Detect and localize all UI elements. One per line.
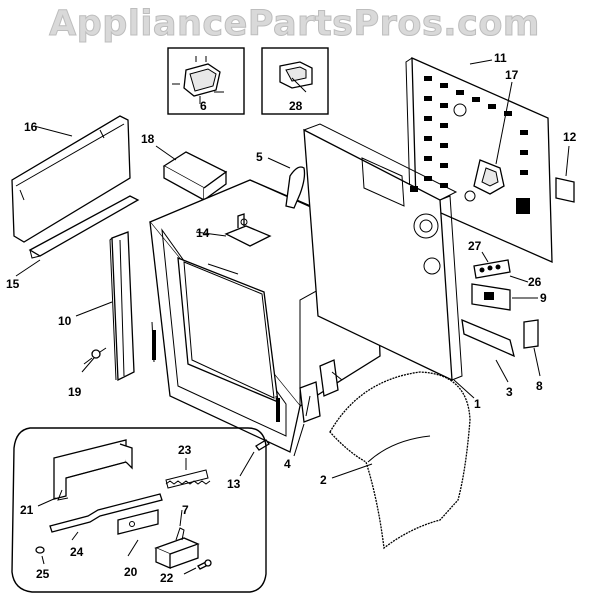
callout-25: 25 <box>36 567 50 581</box>
callout-21: 21 <box>20 503 34 517</box>
part-18: 18 <box>141 132 228 202</box>
rear-panel-11 <box>405 56 553 264</box>
tube-5: 5 <box>256 150 306 209</box>
callout-19: 19 <box>68 385 82 399</box>
callout-24: 24 <box>70 545 84 559</box>
callout-18: 18 <box>141 132 155 146</box>
callout-15: 15 <box>6 277 20 291</box>
callout-23: 23 <box>178 443 192 457</box>
insulation-2: 2 <box>320 371 471 550</box>
callout-17: 17 <box>505 68 519 82</box>
callout-2: 2 <box>320 473 327 487</box>
screw-13: 13 <box>227 439 270 491</box>
callout-27: 27 <box>468 239 482 253</box>
callout-6: 6 <box>200 99 207 113</box>
hinge-4: 4 <box>284 359 343 471</box>
callout-3: 3 <box>506 385 513 399</box>
callout-26: 26 <box>528 275 542 289</box>
callout-10: 10 <box>58 314 72 328</box>
callout-9: 9 <box>540 291 547 305</box>
part-12: 12 <box>555 130 577 203</box>
leader-17: 17 <box>495 68 519 165</box>
part-14: 14 <box>195 213 272 247</box>
part-8: 8 <box>523 319 543 393</box>
part-27: 27 <box>468 239 489 263</box>
panel-16: 16 <box>11 115 131 243</box>
wrapper-1: 1 <box>303 123 481 411</box>
inset-detail-box: 21 23 24 20 25 7 <box>11 427 267 593</box>
screw-19: 19 <box>68 347 107 399</box>
callout-4: 4 <box>284 457 291 471</box>
callout-12: 12 <box>563 130 577 144</box>
callout-11: 11 <box>494 51 507 65</box>
part-9: 9 <box>471 283 547 311</box>
inset-part-28: 28 <box>261 47 329 115</box>
callout-16: 16 <box>24 120 38 134</box>
callout-14: 14 <box>196 226 210 240</box>
bracket-3: 3 <box>461 318 515 399</box>
bracket-15: 15 <box>6 195 140 291</box>
part-26: 26 <box>473 259 542 289</box>
leader-11: 11 <box>469 51 507 65</box>
callout-5: 5 <box>256 150 263 164</box>
callout-13: 13 <box>227 477 241 491</box>
callout-22: 22 <box>160 571 174 585</box>
callout-7: 7 <box>182 503 189 517</box>
callout-20: 20 <box>124 565 138 579</box>
rail-10: 10 <box>58 231 135 382</box>
callout-8: 8 <box>536 379 543 393</box>
callout-1: 1 <box>474 397 481 411</box>
callout-28: 28 <box>289 99 303 113</box>
inset-part-6: 6 <box>167 47 245 115</box>
